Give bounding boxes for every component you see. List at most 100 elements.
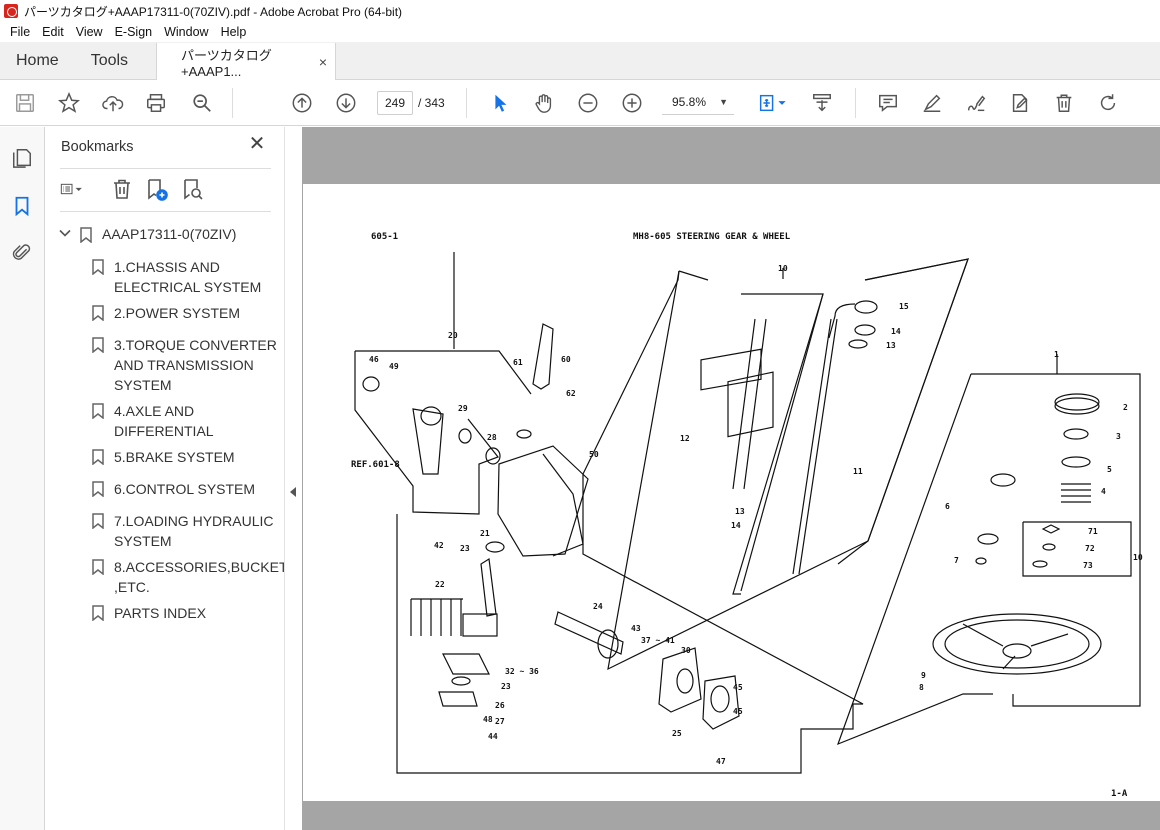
- drawing-page-code: 605-1: [371, 232, 398, 242]
- delete-bookmark-icon[interactable]: [110, 177, 136, 203]
- chevron-down-icon[interactable]: [58, 226, 72, 243]
- callout: 45: [733, 707, 743, 716]
- callout: 24: [593, 602, 603, 611]
- bookmark-icon: [92, 305, 104, 321]
- callout: 11: [853, 467, 863, 476]
- callout: 7: [954, 556, 959, 565]
- zoom-search-icon[interactable]: [190, 91, 214, 115]
- menu-edit[interactable]: Edit: [42, 25, 64, 39]
- callout: 50: [589, 450, 599, 459]
- fit-page-caret-icon[interactable]: [776, 91, 788, 115]
- rotate-icon[interactable]: [1096, 91, 1120, 115]
- attachments-icon[interactable]: [11, 241, 35, 265]
- sign-icon[interactable]: [964, 91, 988, 115]
- divider: [60, 168, 271, 169]
- bookmark-item-chassis[interactable]: 1.CHASSIS AND ELECTRICAL SYSTEM: [92, 257, 282, 297]
- options-menu-icon[interactable]: [60, 177, 96, 203]
- callout: 32 ~ 36: [505, 667, 539, 676]
- callout: 29: [458, 404, 468, 413]
- save-icon[interactable]: [13, 91, 37, 115]
- comment-icon[interactable]: [876, 91, 900, 115]
- zoom-select[interactable]: 95.8% ▼: [662, 91, 734, 115]
- select-cursor-icon[interactable]: [488, 91, 512, 115]
- upload-cloud-icon[interactable]: [101, 91, 125, 115]
- bookmark-item-accessories[interactable]: 8.ACCESSORIES,BUCKET ,ETC.: [92, 557, 287, 597]
- callout: 37 ~ 41: [641, 636, 675, 645]
- bookmarks-panel-icon[interactable]: [11, 195, 35, 219]
- collapse-panel-icon[interactable]: [290, 487, 296, 497]
- bookmark-item-power[interactable]: 2.POWER SYSTEM: [92, 303, 282, 323]
- toolbar-separator: [232, 88, 233, 118]
- callout: 60: [561, 355, 571, 364]
- bookmarks-panel: Bookmarks ✕ AAAP17311-0(70ZIV) 1.CHASSIS…: [46, 127, 287, 830]
- divider: [60, 211, 271, 212]
- bookmark-item-label: 2.POWER SYSTEM: [114, 305, 241, 321]
- menu-esign[interactable]: E-Sign: [114, 25, 153, 39]
- drawing-heading: MH8-605 STEERING GEAR & WHEEL: [633, 232, 791, 242]
- tab-close-icon[interactable]: ×: [318, 53, 328, 70]
- bookmark-icon: [80, 227, 92, 243]
- bookmark-root-label: AAAP17311-0(70ZIV): [102, 226, 237, 242]
- bookmark-item-label: 8.ACCESSORIES,BUCKET ,ETC.: [114, 559, 288, 595]
- panel-splitter[interactable]: [284, 127, 302, 830]
- delete-icon[interactable]: [1052, 91, 1076, 115]
- hand-tool-icon[interactable]: [532, 91, 556, 115]
- toolbar: [0, 80, 1160, 126]
- bookmark-item-parts-index[interactable]: PARTS INDEX: [92, 603, 282, 623]
- bookmark-item-torque[interactable]: 3.TORQUE CONVERTER AND TRANSMISSION SYST…: [92, 335, 282, 395]
- menu-window[interactable]: Window: [164, 25, 209, 39]
- bookmark-item-axle[interactable]: 4.AXLE AND DIFFERENTIAL: [92, 401, 282, 441]
- bookmark-item-control[interactable]: 6.CONTROL SYSTEM: [92, 479, 282, 499]
- highlight-pen-icon[interactable]: [920, 91, 944, 115]
- edit-pdf-icon[interactable]: [1008, 91, 1032, 115]
- tab-document-label: パーツカタログ+AAAP1...: [181, 47, 272, 79]
- bookmarks-title: Bookmarks: [61, 139, 134, 155]
- bookmark-item-label: 7.LOADING HYDRAULIC SYSTEM: [114, 513, 274, 549]
- callout: 22: [435, 580, 445, 589]
- next-page-icon[interactable]: [334, 91, 358, 115]
- callout: 14: [731, 521, 741, 530]
- bookmark-icon: [92, 403, 104, 419]
- bookmark-item-loading[interactable]: 7.LOADING HYDRAULIC SYSTEM: [92, 511, 282, 551]
- menu-file[interactable]: File: [10, 25, 31, 39]
- callout: 21: [480, 529, 490, 538]
- zoom-caret-icon: ▼: [719, 97, 728, 107]
- bookmark-icon: [92, 481, 104, 497]
- callout: 71: [1088, 527, 1098, 536]
- zoom-out-icon[interactable]: [576, 91, 600, 115]
- callout: 72: [1085, 544, 1095, 553]
- bookmark-icon: [92, 605, 104, 621]
- print-icon[interactable]: [144, 91, 168, 115]
- find-bookmark-icon[interactable]: [180, 177, 206, 203]
- page-number-input[interactable]: 249: [377, 91, 413, 115]
- tab-bar: Home Tools パーツカタログ+AAAP1... ×: [0, 42, 1160, 80]
- new-bookmark-icon[interactable]: [144, 177, 170, 203]
- callout: 20: [448, 331, 458, 340]
- callout: 42: [434, 541, 444, 550]
- callout: 62: [566, 389, 576, 398]
- bookmark-item-label: 1.CHASSIS AND ELECTRICAL SYSTEM: [114, 259, 262, 295]
- bookmark-icon: [92, 513, 104, 529]
- callout: 1: [1054, 350, 1059, 359]
- title-bar: パーツカタログ+AAAP17311-0(70ZIV).pdf - Adobe A…: [0, 0, 1160, 22]
- zoom-in-icon[interactable]: [620, 91, 644, 115]
- menu-view[interactable]: View: [75, 25, 103, 39]
- parts-diagram: 605-1 MH8-605 STEERING GEAR & WHEEL REF.…: [351, 232, 1143, 830]
- document-view[interactable]: 605-1 MH8-605 STEERING GEAR & WHEEL REF.…: [302, 127, 1160, 830]
- star-icon[interactable]: [57, 91, 81, 115]
- scroll-mode-icon[interactable]: [810, 91, 834, 115]
- callout: 13: [735, 507, 745, 516]
- bookmark-item-label: 5.BRAKE SYSTEM: [114, 449, 235, 465]
- bookmark-item-brake[interactable]: 5.BRAKE SYSTEM: [92, 447, 282, 467]
- bookmark-item-label: 4.AXLE AND DIFFERENTIAL: [114, 403, 214, 439]
- bookmark-root[interactable]: AAAP17311-0(70ZIV): [58, 225, 236, 243]
- tab-home[interactable]: Home: [16, 51, 59, 69]
- page-thumbnails-icon[interactable]: [11, 147, 35, 171]
- callout: 15: [899, 302, 909, 311]
- previous-page-icon[interactable]: [290, 91, 314, 115]
- tab-tools[interactable]: Tools: [90, 51, 129, 69]
- close-panel-icon[interactable]: ✕: [248, 133, 266, 155]
- tab-document[interactable]: パーツカタログ+AAAP1... ×: [156, 43, 337, 80]
- fit-page-icon[interactable]: [756, 91, 780, 115]
- menu-help[interactable]: Help: [220, 25, 247, 39]
